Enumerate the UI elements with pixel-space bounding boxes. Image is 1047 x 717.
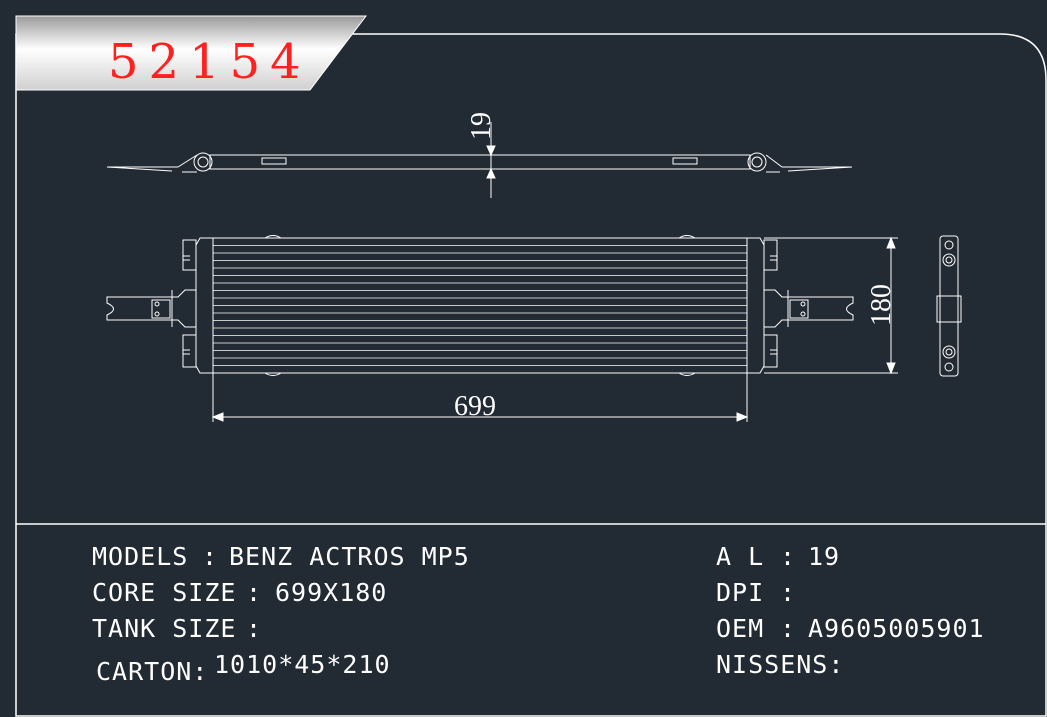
models-value: BENZ ACTROS MP5 xyxy=(229,542,470,571)
top-view xyxy=(106,122,853,198)
oem-colon: : xyxy=(780,614,797,643)
core-size-value: 699X180 xyxy=(275,578,388,607)
width-dimension: 699 xyxy=(454,391,496,422)
al-value: 19 xyxy=(808,542,841,571)
tank-size-label: TANK SIZE xyxy=(92,614,237,643)
carton-label: CARTON: xyxy=(96,657,209,686)
dpi-label: DPI xyxy=(716,578,765,607)
core-tubes xyxy=(213,245,747,366)
dpi-colon: : xyxy=(780,578,797,607)
core-size-colon: : xyxy=(246,578,263,607)
al-colon: : xyxy=(780,542,797,571)
carton-value: 1010*45*210 xyxy=(214,650,391,679)
part-number: 52154 xyxy=(108,34,311,90)
oem-label: OEM xyxy=(716,614,765,643)
oem-value: A9605005901 xyxy=(808,614,985,643)
height-dimension: 180 xyxy=(866,284,897,326)
core-size-label: CORE SIZE xyxy=(92,578,237,607)
models-colon: : xyxy=(202,542,219,571)
sheet-border xyxy=(15,33,1047,717)
part-number-tab xyxy=(15,15,368,91)
al-label: A L xyxy=(716,542,765,571)
front-view xyxy=(106,235,898,422)
nissens-label: NISSENS: xyxy=(716,650,845,679)
tank-size-colon: : xyxy=(246,614,263,643)
side-view xyxy=(936,235,962,377)
models-label: MODELS xyxy=(92,542,189,571)
thickness-dimension: 19 xyxy=(466,112,497,140)
